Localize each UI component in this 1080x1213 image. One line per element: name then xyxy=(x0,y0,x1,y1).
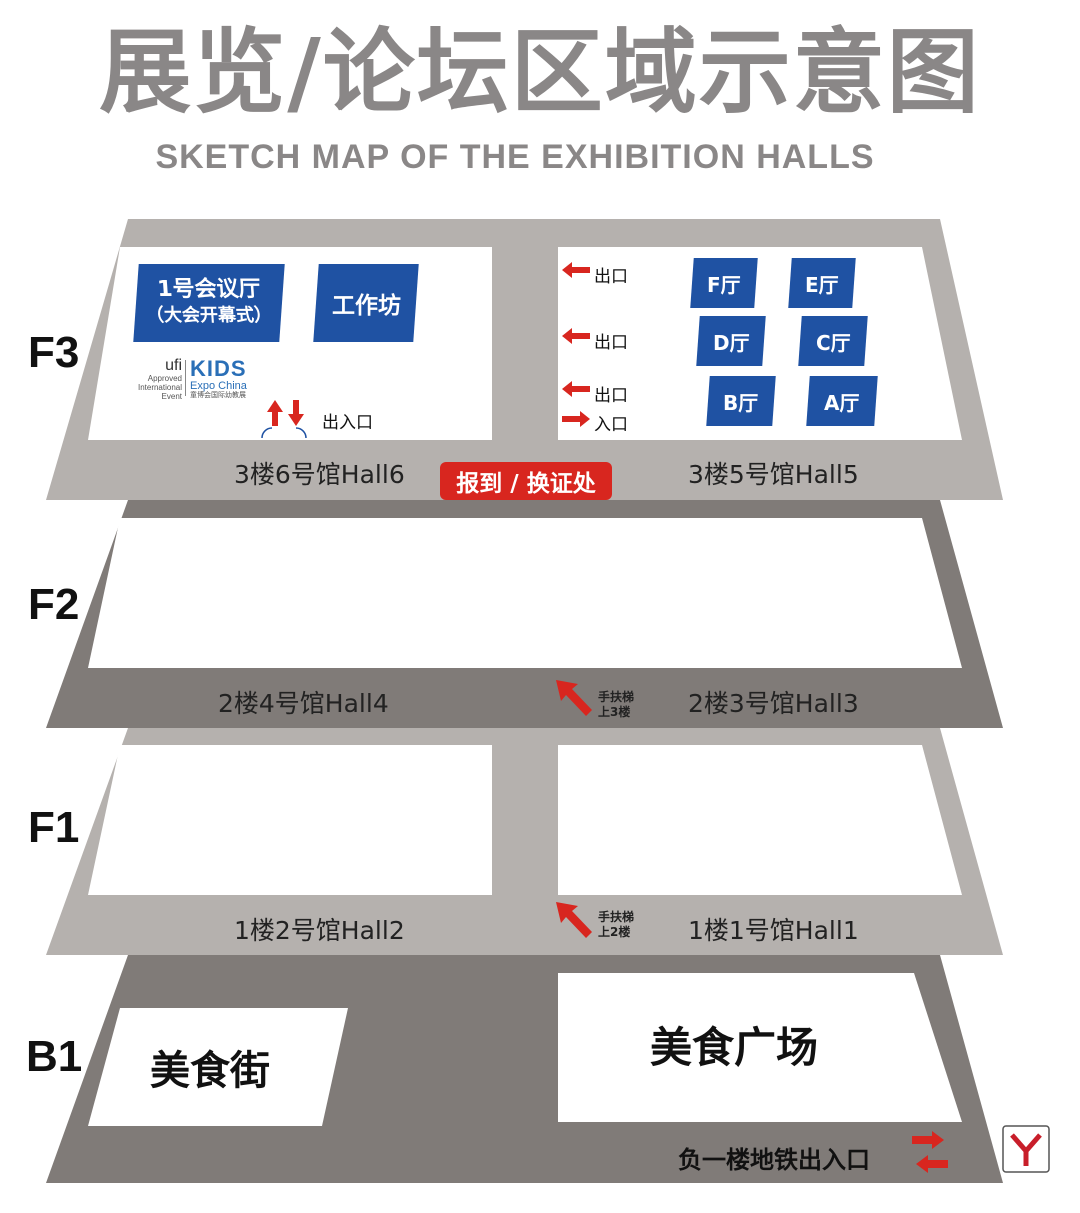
food-street-label: 美食街 xyxy=(150,1048,270,1094)
hall4-hall3-area[interactable] xyxy=(88,518,962,668)
page-subtitle: SKETCH MAP OF THE EXHIBITION HALLS xyxy=(155,138,875,176)
hall6-entrance-arrows-icon xyxy=(267,400,304,426)
page-title: 展览/论坛区域示意图 xyxy=(99,19,981,126)
kids-expo-logo: KIDS Expo China 童博会国际幼教展 xyxy=(190,356,247,400)
escalator-f1-label: 手扶梯 上2楼 xyxy=(598,910,635,939)
escalator-f2-label: 手扶梯 上3楼 xyxy=(598,690,635,719)
metro-logo-icon xyxy=(1002,1125,1050,1173)
food-plaza-label: 美食广场 xyxy=(650,1023,819,1072)
food-street-area[interactable] xyxy=(88,1008,348,1126)
ufi-logo: ufi Approved International Event xyxy=(137,357,182,402)
hall6-entrance-label: 出入口 xyxy=(322,413,373,433)
registration-badge[interactable]: 报到 / 换证处 xyxy=(440,462,612,500)
workshop-room[interactable]: 工作坊 xyxy=(313,264,419,342)
floor-label-f3: F3 xyxy=(28,328,80,377)
hall3-label: 2楼3号馆Hall3 xyxy=(688,689,859,718)
room-a[interactable]: A厅 xyxy=(806,376,878,426)
hall5-label: 3楼5号馆Hall5 xyxy=(688,460,859,489)
hall5-exit-1-label: 出口 xyxy=(594,267,628,287)
hall5-exit-3-label: 出口 xyxy=(594,386,628,406)
hall5-entrance-label: 入口 xyxy=(594,415,628,435)
escalator-arrow-f1-icon xyxy=(556,902,592,938)
workshop-label: 工作坊 xyxy=(331,293,401,319)
room-e[interactable]: E厅 xyxy=(788,258,856,308)
hall6-label: 3楼6号馆Hall6 xyxy=(234,460,405,489)
hall5-exit-2-label: 出口 xyxy=(594,333,628,353)
meeting-room-1-title: 1号会议厅 xyxy=(156,277,262,302)
hall2-label: 1楼2号馆Hall2 xyxy=(234,916,405,945)
escalator-arrow-f2-icon xyxy=(556,680,592,716)
food-plaza-area[interactable] xyxy=(558,973,962,1122)
hall5-exit-arrows-icon xyxy=(562,262,590,397)
room-d[interactable]: D厅 xyxy=(696,316,766,366)
metro-exit-arrows-icon xyxy=(912,1131,948,1173)
floor-label-f2: F2 xyxy=(28,580,80,629)
hall6-doors-icon xyxy=(261,427,307,439)
hall2-area[interactable] xyxy=(88,745,492,895)
logo-divider xyxy=(185,360,186,396)
hall1-area[interactable] xyxy=(558,745,962,895)
meeting-room-1[interactable]: 1号会议厅 （大会开幕式） xyxy=(133,264,285,342)
floor-label-f1: F1 xyxy=(28,803,80,852)
hall4-label: 2楼4号馆Hall4 xyxy=(218,689,389,718)
hall5-entrance-arrow-icon xyxy=(562,411,590,427)
floor-label-b1: B1 xyxy=(26,1032,83,1081)
hall1-label: 1楼1号馆Hall1 xyxy=(688,916,859,945)
metro-exit-label: 负一楼地铁出入口 xyxy=(678,1146,870,1174)
meeting-room-1-subtitle: （大会开幕式） xyxy=(145,305,273,326)
room-f[interactable]: F厅 xyxy=(690,258,758,308)
room-c[interactable]: C厅 xyxy=(798,316,868,366)
room-b[interactable]: B厅 xyxy=(706,376,776,426)
